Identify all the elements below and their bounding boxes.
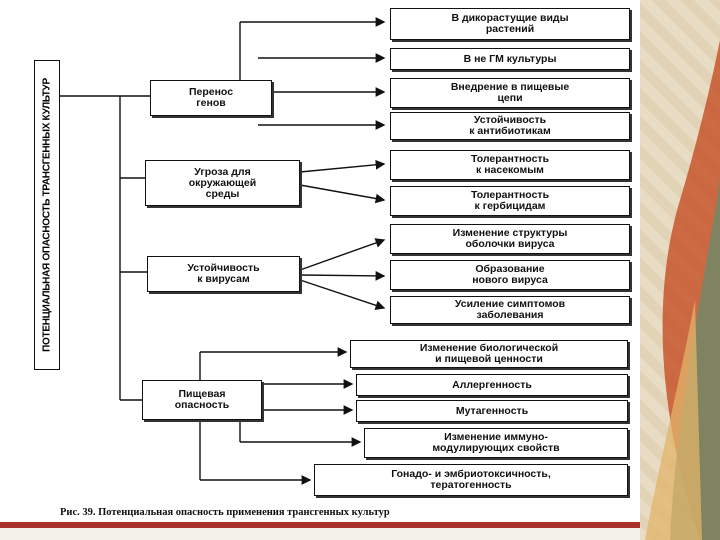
effect-immunomodulation: Изменение иммуно- модулирующих свойств (364, 428, 628, 458)
cause-gene-transfer: Перенос генов (150, 80, 272, 116)
effect-herbicide-tolerance: Толерантность к гербицидам (390, 186, 630, 216)
cause-virus-resistance: Устойчивость к вирусам (147, 256, 300, 292)
effect-disease-symptoms: Усиление симптомов заболевания (390, 296, 630, 324)
effect-bio-nutrition-change: Изменение биологической и пищевой ценнос… (350, 340, 628, 368)
decorative-side-panel (640, 0, 720, 540)
effect-teratogenicity: Гонадо- и эмбриотоксичность, тератогенно… (314, 464, 628, 496)
effect-food-chain-introduction: Внедрение в пищевые цепи (390, 78, 630, 108)
effect-mutagenicity: Мутагенность (356, 400, 628, 422)
cause-environment-threat: Угроза для окружающей среды (145, 160, 300, 206)
cause-food-danger: Пищевая опасность (142, 380, 262, 420)
figure-caption: Рис. 39. Потенциальная опасность примене… (60, 507, 620, 518)
effect-antibiotic-resistance: Устойчивость к антибиотикам (390, 112, 630, 140)
decorative-leaf-shapes (640, 0, 720, 540)
effect-insect-tolerance: Толерантность к насекомым (390, 150, 630, 180)
effect-allergenicity: Аллергенность (356, 374, 628, 396)
slide-bottom-bar (0, 522, 640, 540)
effect-wild-plants: В дикорастущие виды растений (390, 8, 630, 40)
effect-virus-coat-change: Изменение структуры оболочки вируса (390, 224, 630, 254)
effect-non-gm-crops: В не ГМ культуры (390, 48, 630, 70)
effect-new-virus: Образование нового вируса (390, 260, 630, 290)
